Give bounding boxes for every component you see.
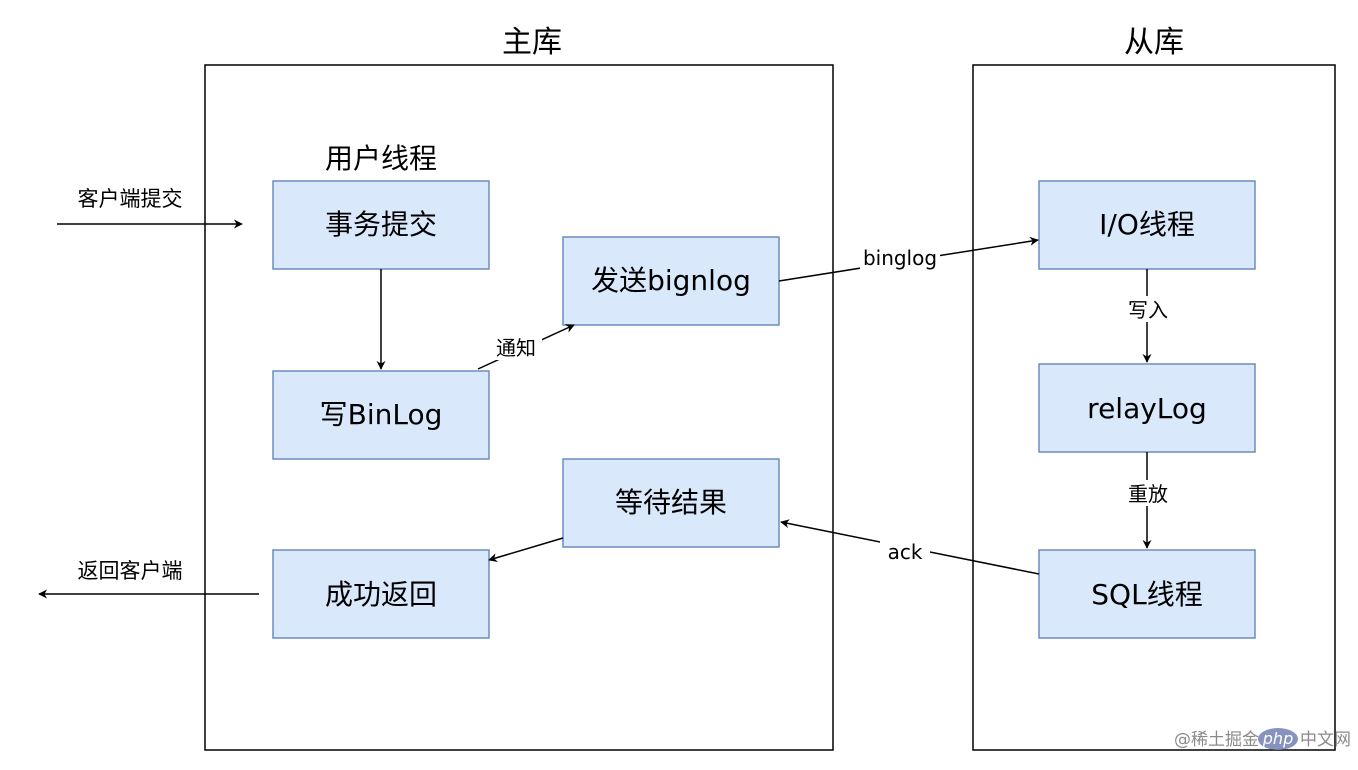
master-container	[204, 64, 834, 751]
node-sql-thread: SQL线程	[1038, 549, 1256, 639]
node-commit-label: 事务提交	[325, 208, 437, 241]
node-return-success: 成功返回	[272, 549, 490, 639]
edge-replay-label-bg	[1124, 480, 1172, 506]
node-relay-log: relayLog	[1038, 363, 1256, 453]
node-return-success-label: 成功返回	[325, 578, 437, 611]
watermark: @稀土掘金 php 中文网	[1174, 728, 1351, 750]
watermark-suffix: 中文网	[1300, 730, 1351, 750]
edge-notify-label: 通知	[496, 336, 536, 360]
node-write-binlog-label: 写BinLog	[320, 398, 443, 431]
node-sql-thread-label: SQL线程	[1091, 578, 1202, 611]
edge-replay-label: 重放	[1128, 482, 1168, 506]
edge-return-client-label: 返回客户端	[78, 559, 183, 583]
watermark-logo-text: php	[1262, 729, 1293, 748]
node-send-binlog: 发送bignlog	[562, 236, 780, 326]
edge-ack-label: ack	[888, 540, 923, 564]
master-title: 主库	[502, 25, 562, 60]
slave-container	[972, 64, 1336, 751]
edge-write-in-label: 写入	[1128, 298, 1168, 322]
edge-ack-label-bg	[880, 539, 930, 565]
edge-write-in-label-bg	[1124, 296, 1172, 322]
node-write-binlog: 写BinLog	[272, 370, 490, 460]
node-send-binlog-label: 发送bignlog	[591, 264, 751, 297]
watermark-at-text: @稀土掘金	[1174, 730, 1259, 750]
node-wait-result-label: 等待结果	[615, 486, 727, 519]
edge-binlog-label-bg	[860, 244, 940, 270]
node-io-thread-label: I/O线程	[1099, 208, 1195, 241]
php-logo-icon	[1258, 728, 1298, 750]
edge-client-submit-label: 客户端提交	[78, 187, 183, 211]
user-thread-label: 用户线程	[325, 142, 437, 175]
node-io-thread: I/O线程	[1038, 180, 1256, 270]
node-relay-log-label: relayLog	[1087, 392, 1207, 425]
node-commit: 事务提交	[272, 180, 490, 270]
slave-title: 从库	[1124, 25, 1184, 60]
edge-notify-label-bg	[490, 334, 542, 360]
node-wait-result: 等待结果	[562, 458, 780, 548]
edge-wait-to-return	[488, 537, 564, 563]
edge-binlog-label: binglog	[863, 246, 937, 270]
